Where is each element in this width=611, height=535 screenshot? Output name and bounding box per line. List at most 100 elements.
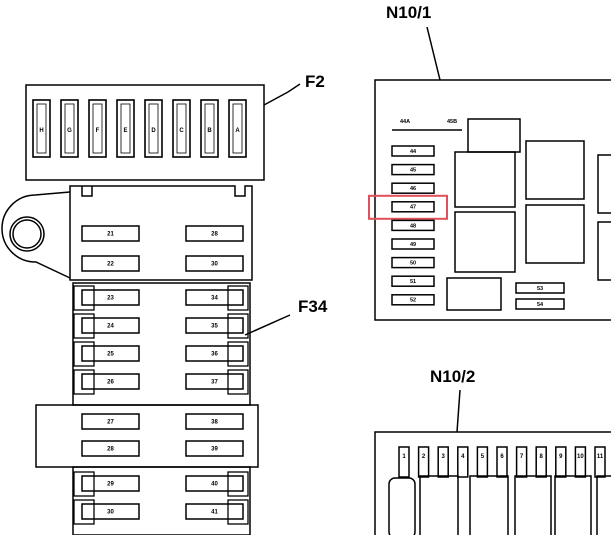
f34-fuse: 40	[185, 475, 244, 492]
n10-2-slot: 2	[417, 446, 430, 478]
n10-2-slot: 5	[476, 446, 489, 478]
f34-fuse-label: 23	[107, 296, 114, 302]
f34-fuse-label: 35	[211, 324, 218, 330]
f34-fuse: 28	[185, 225, 244, 242]
f34-fuse-label: 41	[211, 510, 218, 516]
f34-fuse: 39	[185, 440, 244, 457]
f34-fuse: 25	[81, 345, 140, 362]
f2-slot: G	[60, 99, 79, 158]
f34-clip	[227, 285, 249, 311]
n10-1-fuse-label: 52	[410, 298, 416, 304]
f34-clip	[227, 499, 249, 525]
n10-1-highlight-box	[368, 194, 448, 220]
n10-1-fuse: 51	[391, 275, 435, 287]
n10-2-slot-label: 9	[559, 454, 563, 460]
n10-1-fuse: 54	[515, 298, 565, 310]
f34-clip	[73, 313, 95, 339]
n10-2-slot: 1	[398, 446, 410, 478]
f34-fuse-label: 28	[107, 447, 114, 453]
n10-1-fuse-label: 50	[410, 261, 416, 267]
n10-1-fuse-label: 44	[410, 149, 417, 155]
f34-fuse-label: 38	[211, 420, 218, 426]
f34-clip	[227, 313, 249, 339]
f34-fuse: 30	[185, 255, 244, 272]
f34-clip	[73, 285, 95, 311]
f2-slot: B	[200, 99, 219, 158]
f34-fuse-label: 25	[107, 352, 114, 358]
n10-2-slot-label: 6	[500, 454, 504, 460]
f34-fuse: 23	[81, 289, 140, 306]
f2-slot-label: C	[179, 128, 184, 134]
f34-fuse: 30	[81, 503, 140, 520]
f34-fuse-label: 22	[107, 262, 114, 268]
f34-fuse-label: 27	[107, 420, 114, 426]
n10-1-fuse: 50	[391, 256, 435, 269]
n10-1-fuse-box	[374, 26, 611, 321]
f34-fuse-label: 37	[211, 380, 218, 386]
n10-1-fuse: 46	[391, 182, 435, 194]
f34-fuse-label: 39	[211, 447, 218, 453]
f2-slot: C	[172, 99, 191, 158]
f34-label: F34	[298, 297, 328, 316]
f34-fuse: 24	[81, 317, 140, 334]
f34-fuse-label: 30	[211, 262, 218, 268]
f34-fuse: 38	[185, 413, 244, 430]
n10-2-slot: 7	[515, 446, 528, 478]
n10-1-fuse-label: 49	[410, 242, 416, 248]
f34-fuse-label: 26	[107, 380, 114, 386]
f34-fuse-label: 40	[211, 482, 218, 488]
n10-1-fuse: 52	[391, 294, 435, 306]
f34-fuse-label: 21	[107, 232, 114, 238]
f34-fuse-label: 34	[211, 296, 218, 302]
f34-fuse: 36	[185, 345, 244, 362]
f2-slot: H	[32, 99, 51, 158]
n10-2-slot-label: 11	[597, 454, 604, 460]
n10-1-top-label: 44A	[400, 119, 410, 125]
f2-slot-label: F	[96, 128, 100, 134]
n10-1-fuse-label: 53	[537, 286, 543, 292]
n10-1-label: N10/1	[386, 3, 432, 22]
f2-slot-label: D	[151, 128, 156, 134]
n10-1-fuse: 49	[391, 238, 435, 250]
f2-slot-label: E	[123, 128, 127, 134]
n10-2-fuse-box	[374, 389, 611, 535]
n10-2-slot-label: 5	[481, 454, 485, 460]
n10-2-label: N10/2	[430, 367, 476, 386]
n10-1-fuse-label: 54	[537, 302, 544, 308]
f34-fuse-label: 28	[211, 232, 218, 238]
f2-fuse-strip	[25, 83, 301, 181]
n10-1-fuse: 48	[391, 219, 435, 232]
f34-clip	[73, 369, 95, 395]
f34-fuse-label: 24	[107, 324, 114, 330]
f2-label: F2	[305, 72, 325, 91]
n10-2-slot-label: 10	[577, 454, 584, 460]
n10-2-slot: 4	[457, 446, 469, 478]
f2-slot-label: B	[207, 128, 212, 134]
n10-1-fuse-label: 48	[410, 223, 416, 229]
f34-fuse: 22	[81, 255, 140, 272]
f34-clip	[73, 499, 95, 525]
f2-slot-label: G	[67, 128, 72, 134]
f34-fuse: 21	[81, 225, 140, 242]
n10-2-slot-label: 8	[540, 454, 544, 460]
f34-fuse: 28	[81, 440, 140, 457]
n10-1-fuse: 47	[391, 201, 435, 213]
f2-slot: F	[88, 99, 107, 158]
n10-1-fuse-label: 47	[410, 205, 416, 211]
n10-2-slot: 10	[574, 446, 587, 478]
n10-2-slot: 8	[535, 446, 547, 478]
n10-2-slot-label: 4	[461, 454, 465, 460]
f34-fuse-label: 36	[211, 352, 218, 358]
f34-fuse-label: 30	[107, 510, 114, 516]
n10-2-slot: 9	[555, 446, 567, 478]
n10-2-slot: 3	[437, 446, 449, 478]
f2-slot-label: A	[235, 128, 240, 134]
f2-slot: D	[144, 99, 163, 158]
n10-1-fuse: 44	[391, 145, 435, 157]
f34-fuse: 37	[185, 373, 244, 390]
f2-slot: A	[228, 99, 247, 158]
